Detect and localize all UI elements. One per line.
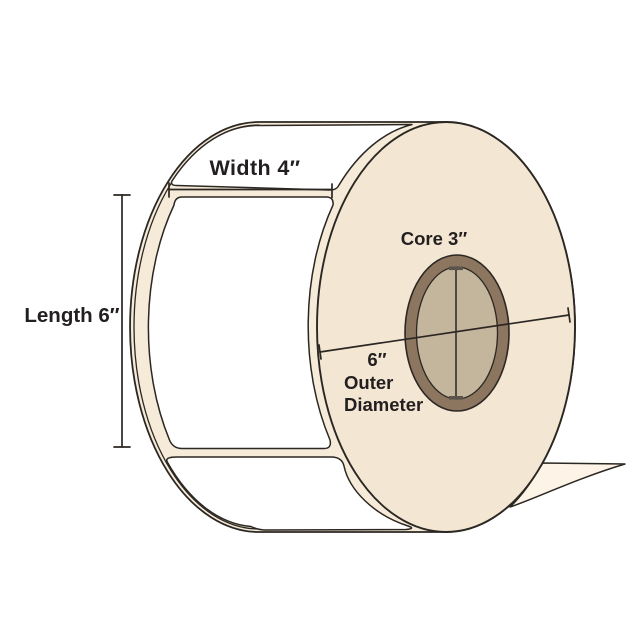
diameter-dimension-line — [319, 314, 570, 353]
diameter-word1-label: Outer — [344, 372, 393, 393]
core-inner — [415, 266, 499, 400]
core-label: Core 3″ — [401, 228, 468, 249]
length-label: Length 6″ — [24, 304, 119, 327]
width-label: Width 4″ — [210, 156, 301, 180]
diameter-tick-left — [318, 344, 322, 360]
diameter-word2-label: Diameter — [344, 394, 423, 415]
core-dimension-tick-top — [449, 266, 463, 271]
bottom-label — [165, 456, 413, 531]
diameter-tick-right — [567, 307, 571, 323]
diameter-value-label: 6″ — [367, 349, 386, 370]
side-label — [147, 196, 334, 450]
top-label — [170, 123, 413, 191]
core-dimension-tick-bottom — [449, 396, 463, 400]
